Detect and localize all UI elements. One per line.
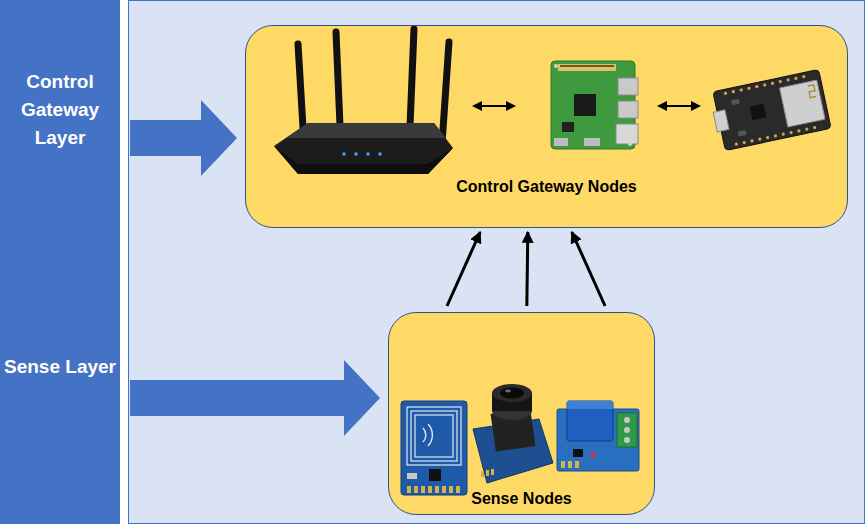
gateway-illustration	[246, 26, 849, 229]
camera-module-illustration	[473, 384, 553, 483]
node-label: Sense Nodes	[471, 489, 571, 509]
layer-band: Control Gateway LayerSense Layer	[0, 0, 120, 524]
relay-module-illustration	[557, 401, 639, 471]
text-slot: Sense Nodes	[389, 489, 654, 509]
text-slot: Control Gateway Layer	[4, 68, 116, 152]
connector-arrow	[525, 232, 529, 306]
layer-label: Control Gateway Layer	[4, 68, 116, 152]
router-illustration	[274, 29, 453, 174]
node-label: Control Gateway Nodes	[456, 177, 636, 197]
connector-arrow	[572, 232, 605, 306]
layer-label: Sense Layer	[4, 353, 116, 381]
double-arrow	[474, 105, 514, 107]
sensors-illustration	[389, 313, 656, 516]
block-arrow	[130, 100, 237, 176]
text-slot: Sense Layer	[4, 353, 116, 381]
rfid-reader-illustration	[401, 401, 467, 495]
raspberry-pi-illustration	[551, 61, 638, 149]
block-arrow	[130, 360, 380, 436]
text-slot: Control Gateway Nodes	[246, 177, 847, 197]
connector-arrow	[447, 232, 480, 306]
double-arrow	[659, 105, 699, 107]
nodemcu-illustration	[709, 69, 831, 151]
gateway-box: Control Gateway Nodes	[245, 25, 848, 228]
sense-box: Sense Nodes	[388, 312, 655, 515]
